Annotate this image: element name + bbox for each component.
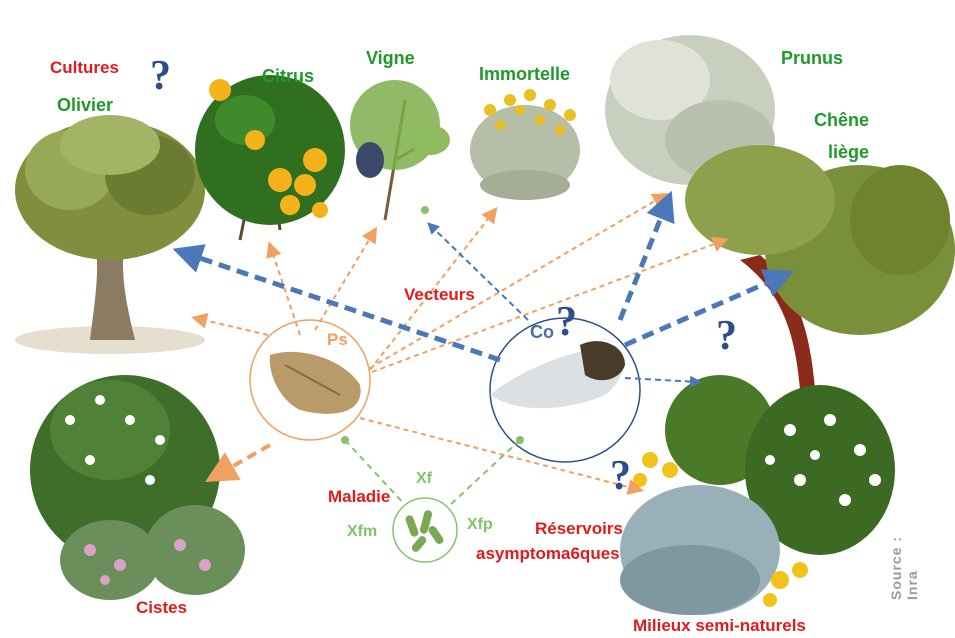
- cultures-label: Cultures: [50, 58, 119, 78]
- reservoirs-label: Réservoirs: [535, 519, 623, 539]
- asymptomatiques-label: asymptoma6ques: [476, 544, 620, 564]
- ps-label: Ps: [327, 330, 348, 350]
- citrus-label: Citrus: [262, 66, 314, 87]
- cistus-shrub-icon: [30, 375, 245, 600]
- co-label: Co: [530, 322, 554, 343]
- xfp-label: Xfp: [467, 516, 493, 534]
- xfm-label: Xfm: [347, 523, 377, 541]
- question-mark-oak: ?: [716, 312, 737, 360]
- vecteurs-label: Vecteurs: [404, 285, 475, 305]
- immortelle-flowers-icon: [470, 89, 580, 200]
- source-credit: Source : Inra: [888, 533, 920, 600]
- question-mark-cultures: ?: [150, 52, 171, 100]
- olivier-label: Olivier: [57, 95, 113, 116]
- immortelle-label: Immortelle: [479, 64, 570, 85]
- xf-label: Xf: [416, 470, 432, 488]
- question-mark-co: ?: [556, 298, 577, 346]
- chene-label: Chêne: [814, 110, 869, 131]
- bacteria-icon: [393, 498, 457, 562]
- question-mark-reservoirs: ?: [610, 452, 631, 500]
- ps-arrows: [195, 195, 725, 490]
- liege-label: liège: [828, 142, 869, 163]
- vine-icon: [350, 80, 450, 220]
- semi-natural-shrubs-icon: [620, 375, 895, 615]
- vigne-label: Vigne: [366, 48, 415, 69]
- milieux-label: Milieux semi-naturels: [633, 616, 806, 636]
- maladie-label: Maladie: [328, 487, 390, 507]
- cistes-label: Cistes: [136, 598, 187, 618]
- spittlebug-icon: [250, 320, 370, 440]
- prunus-label: Prunus: [781, 48, 843, 69]
- citrus-branch-icon: [195, 75, 345, 240]
- olive-tree-icon: [15, 115, 205, 354]
